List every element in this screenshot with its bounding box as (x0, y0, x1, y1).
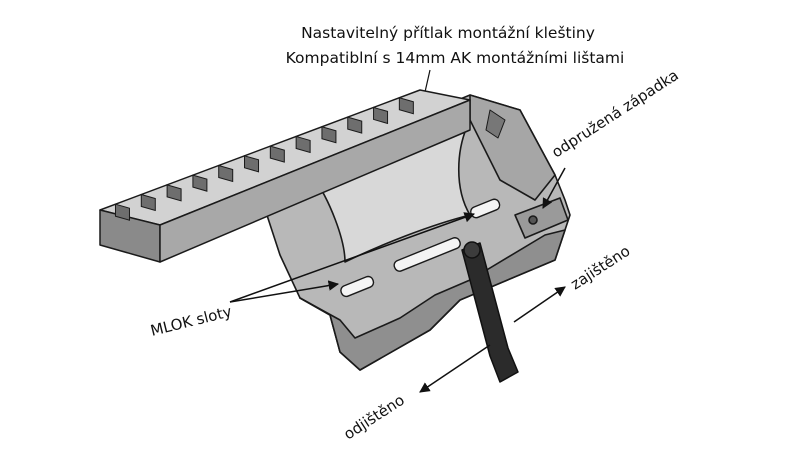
callout-mlok-slots: MLOK sloty (149, 302, 234, 340)
logo-icon (485, 109, 506, 139)
mlok-slot (340, 275, 375, 298)
rail-slot (192, 174, 208, 192)
mount-inner-arch (311, 119, 471, 263)
mlok-arrow-1 (229, 280, 340, 303)
rail-slot (398, 97, 414, 115)
mlok-arrow-2 (229, 212, 475, 303)
title-line-2: Kompatiblní s 14mm AK montážními lištami (286, 49, 625, 67)
rail-slot (244, 155, 260, 173)
rail-slot (140, 193, 156, 212)
locked-arrow (513, 286, 566, 323)
rail-slot (295, 135, 311, 154)
callout-unlocked: odjištěno (340, 391, 407, 443)
rail-slot (269, 145, 285, 163)
rail-slots (114, 97, 414, 221)
rail-slot (373, 106, 389, 125)
rail-slot (218, 164, 234, 183)
title-leader-line (424, 69, 431, 93)
callout-spring-latch: odpružená západka (548, 66, 681, 161)
rail-slot (347, 116, 363, 134)
rail-front (159, 99, 471, 263)
title-line-1: Nastavitelný přítlak montážní kleštiny (301, 24, 595, 42)
rail-slot (114, 203, 130, 221)
clamp-lever (461, 241, 519, 383)
lever-handle (461, 242, 519, 383)
mlok-slot (393, 237, 461, 272)
mlok-slots (340, 198, 501, 298)
lever-pivot (463, 241, 481, 259)
spring-latch-arrow (542, 167, 566, 209)
unlocked-arrow (419, 344, 491, 393)
callout-locked: zajištěno (567, 242, 633, 294)
latch-screw (528, 215, 538, 225)
rail-slot (166, 184, 182, 202)
rail-slot (321, 126, 337, 144)
mount-lower-face (299, 229, 566, 371)
picatinny-rail (99, 89, 471, 263)
